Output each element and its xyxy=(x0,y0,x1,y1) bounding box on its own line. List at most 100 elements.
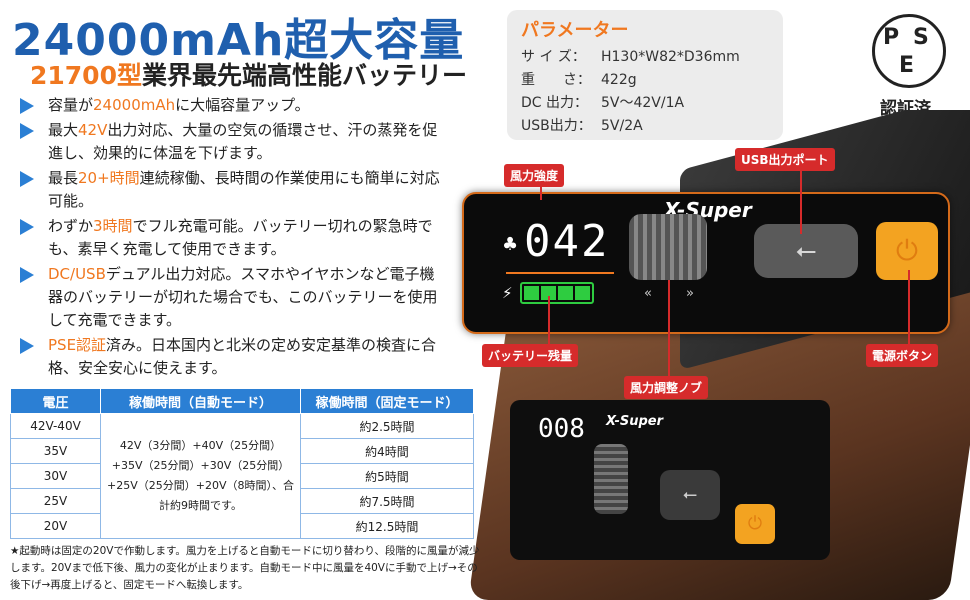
fixed-mode-cell: 約2.5時間 xyxy=(300,413,474,439)
table-header: 電圧 xyxy=(10,388,101,414)
feature-highlight: 42V xyxy=(78,121,108,139)
feature-post: 連続稼働、長時間の作業使用にも簡単に対応可能。 xyxy=(48,169,440,210)
battery-indicator xyxy=(520,282,594,304)
fixed-mode-cell: 約12.5時間 xyxy=(300,513,474,539)
front-brand-logo: X-Super xyxy=(606,414,664,429)
feature-item: 最大42V出力対応、大量の空気の循環させ、汗の蒸発を促進し、効果的に体温を下げま… xyxy=(18,119,448,165)
feature-highlight: 24000mAh xyxy=(93,96,176,114)
device-illustration: 008 X-Super ⭠ ⏻ X-Super ♣ 042 ⚡ « » ⭠ ⏻ xyxy=(450,110,970,600)
pse-letter-p: P xyxy=(883,25,900,50)
fixed-mode-cell: 約4時間 xyxy=(300,438,474,464)
page-subtitle: 21700型業界最先端高性能バッテリー xyxy=(30,56,467,92)
table-header: 稼働時間（自動モード） xyxy=(100,388,301,414)
callout-power-button: 電源ボタン xyxy=(866,344,939,367)
callout-line xyxy=(540,184,542,200)
feature-item: わずか3時間でフル充電可能。バッテリー切れの緊急時でも、素早く充電して使用できま… xyxy=(18,215,448,261)
table-row: 30V 約5時間 xyxy=(10,463,474,489)
feature-post: デュアル出力対応。スマホやイヤホンなど電子機器のバッテリーが切れた場合でも、この… xyxy=(48,265,438,329)
front-speed-display: 008 xyxy=(538,414,585,444)
parameter-box: パラメーター サ イ ズ： H130*W82*D36mm 重 さ： 422g DC … xyxy=(507,10,783,140)
parameter-key: サ イ ズ： xyxy=(521,49,586,65)
parameter-row: DC 出力： 5V～42V/1A xyxy=(521,92,769,115)
feature-item: PSE認証済み。日本国内と北米の定め安定基準の検査に合格、安全安心に使えます。 xyxy=(18,334,448,380)
feature-pre: 最長 xyxy=(48,169,79,187)
speed-underline xyxy=(506,272,614,274)
device-front-face: 008 X-Super ⭠ ⏻ xyxy=(510,400,830,560)
parameter-title: パラメーター xyxy=(521,20,629,41)
wind-knob[interactable] xyxy=(629,214,707,280)
feature-item: DC/USBデュアル出力対応。スマホやイヤホンなど電子機器のバッテリーが切れた場… xyxy=(18,263,448,332)
feature-list: 容量が24000mAhに大幅容量アップ。 最大42V出力対応、大量の空気の循環さ… xyxy=(18,94,448,382)
parameter-row: USB出力： 5V/2A xyxy=(521,115,769,138)
parameter-row: サ イ ズ： H130*W82*D36mm xyxy=(521,46,769,69)
subtitle-highlight: 21700型 xyxy=(30,61,142,90)
control-panel: X-Super ♣ 042 ⚡ « » ⭠ ⏻ xyxy=(462,192,950,334)
parameter-key: 重 さ： xyxy=(521,72,591,88)
callout-line xyxy=(548,296,550,344)
arrow-icon xyxy=(20,98,34,114)
voltage-cell: 30V xyxy=(10,463,101,489)
arrow-icon xyxy=(20,338,34,354)
parameter-key: DC 出力： xyxy=(521,95,589,111)
voltage-cell: 25V xyxy=(10,488,101,514)
feature-post: 出力対応、大量の空気の循環させ、汗の蒸発を促進し、効果的に体温を下げます。 xyxy=(48,121,438,162)
parameter-row: 重 さ： 422g xyxy=(521,69,769,92)
callout-line xyxy=(908,270,910,344)
feature-highlight: DC/USB xyxy=(48,265,106,283)
pse-letter-s: S xyxy=(913,25,929,50)
front-usb-icon: ⭠ xyxy=(660,470,720,520)
subtitle-text: 業界最先端高性能バッテリー xyxy=(141,61,467,90)
feature-post: に大幅容量アップ。 xyxy=(175,96,310,114)
pse-mark-icon: P S E xyxy=(872,14,946,88)
parameter-value: 422g xyxy=(601,72,637,88)
parameter-value: H130*W82*D36mm xyxy=(601,49,740,65)
voltage-cell: 42V-40V xyxy=(10,413,101,439)
feature-pre: わずか xyxy=(48,217,94,235)
front-knob xyxy=(594,444,628,514)
table-row: 42V-40V 42V（3分間）+40V（25分間）+35V（25分間）+30V… xyxy=(10,413,474,539)
feature-post: でフル充電可能。バッテリー切れの緊急時でも、素早く充電して使用できます。 xyxy=(48,217,433,258)
club-icon: ♣ xyxy=(502,234,519,255)
fixed-mode-cell: 約7.5時間 xyxy=(300,488,474,514)
table-row: 35V 約4時間 xyxy=(10,438,474,464)
fixed-mode-cell: 約5時間 xyxy=(300,463,474,489)
callout-usb-port: USB出力ポート xyxy=(735,148,835,171)
knob-right-arrow: » xyxy=(686,286,694,301)
mode-note: ★起動時は固定の20Vで作動します。風力を上げると自動モードに切り替わり、段階的… xyxy=(10,545,480,591)
table-row: 20V 約12.5時間 xyxy=(10,513,474,539)
page-title: 24000mAh超大容量 xyxy=(12,15,465,66)
usb-port-icon[interactable]: ⭠ xyxy=(754,224,858,278)
callout-line xyxy=(800,168,802,234)
feature-item: 容量が24000mAhに大幅容量アップ。 xyxy=(18,94,448,117)
arrow-icon xyxy=(20,171,34,187)
voltage-cell: 20V xyxy=(10,513,101,539)
feature-pre: 容量が xyxy=(48,96,94,114)
feature-highlight: PSE認証 xyxy=(48,336,107,354)
feature-highlight: 3時間 xyxy=(93,217,133,235)
voltage-cell: 35V xyxy=(10,438,101,464)
callout-battery-remaining: バッテリー残量 xyxy=(482,344,579,367)
front-power-icon: ⏻ xyxy=(735,504,775,544)
arrow-icon xyxy=(20,219,34,235)
callout-line xyxy=(668,280,670,376)
power-button-icon[interactable]: ⏻ xyxy=(876,222,938,280)
bolt-icon: ⚡ xyxy=(502,284,513,302)
feature-post: 済み。日本国内と北米の定め安定基準の検査に合格、安全安心に使えます。 xyxy=(48,336,437,377)
pse-letter-e: E xyxy=(899,53,915,78)
feature-highlight: 20+時間 xyxy=(78,169,140,187)
arrow-icon xyxy=(20,267,34,283)
parameter-key: USB出力： xyxy=(521,118,592,134)
knob-left-arrow: « xyxy=(644,286,652,301)
table-row: 25V 約7.5時間 xyxy=(10,488,474,514)
parameter-value: 5V/2A xyxy=(601,118,643,134)
feature-pre: 最大 xyxy=(48,121,79,139)
table-header: 稼働時間（固定モード） xyxy=(300,388,474,414)
callout-wind-strength: 風力強度 xyxy=(504,164,565,187)
feature-item: 最長20+時間連続稼働、長時間の作業使用にも簡単に対応可能。 xyxy=(18,167,448,213)
runtime-table: 電圧 稼働時間（自動モード） 稼働時間（固定モード） 42V-40V 42V（3… xyxy=(10,388,474,539)
auto-mode-cell: 42V（3分間）+40V（25分間）+35V（25分間）+30V（25分間）+2… xyxy=(100,413,301,539)
parameter-value: 5V～42V/1A xyxy=(601,95,685,111)
speed-display: 042 xyxy=(524,216,610,267)
arrow-icon xyxy=(20,123,34,139)
callout-wind-knob: 風力調整ノブ xyxy=(624,376,709,399)
